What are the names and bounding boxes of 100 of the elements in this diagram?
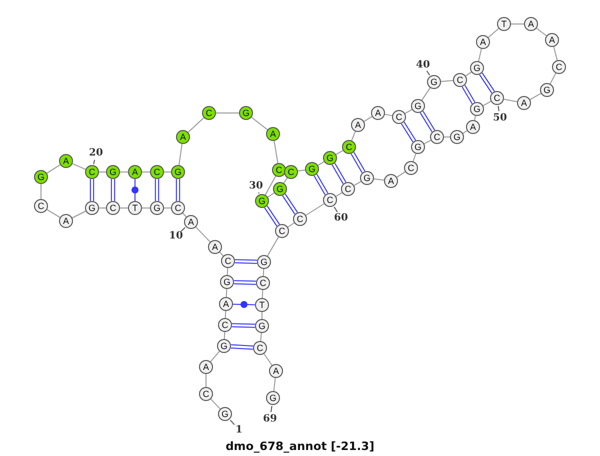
base-pair-line: [264, 205, 280, 227]
caption: dmo_678_annot [-21.3]: [226, 439, 374, 453]
position-number: 1: [236, 424, 242, 436]
backbone-line: [444, 136, 450, 138]
nucleotide-circle: C: [171, 201, 185, 215]
nucleotide-circle: G: [540, 83, 554, 97]
nucleotide-circle: G: [427, 75, 441, 89]
nucleotide-circle: C: [341, 182, 355, 196]
position-number: 50: [493, 112, 507, 124]
nucleotide-circle: A: [208, 240, 222, 254]
nucleotide-circle: C: [221, 254, 235, 268]
base-pair-line: [90, 178, 94, 202]
backbone-line: [226, 288, 228, 298]
backbone-line: [421, 87, 431, 101]
nucleotide-circle: C: [106, 201, 120, 215]
nucleotide-circle: C: [256, 276, 270, 290]
nucleotide-circle: G: [220, 275, 234, 289]
position-number: 69: [263, 414, 277, 424]
base-pair-line: [420, 110, 436, 132]
wobble-pair-line: [134, 178, 136, 202]
nucleotide-circle: A: [517, 96, 531, 110]
nucleotide-circle: G: [255, 194, 269, 208]
nucleotide-circle: A: [59, 154, 73, 168]
nucleotide-circle: A: [219, 297, 233, 311]
backbone-line: [262, 290, 264, 298]
nucleotide-circle: A: [269, 364, 283, 378]
position-number: 20: [89, 148, 103, 158]
nucleotide-circle: A: [476, 35, 490, 49]
backbone-line: [251, 116, 268, 130]
nucleotide-circle: G: [470, 61, 484, 75]
backbone-line: [210, 350, 220, 362]
backbone-line: [297, 170, 306, 172]
backbone-line: [267, 192, 275, 198]
nucleotide-circle: T: [497, 17, 511, 31]
backbone-line: [224, 332, 226, 340]
nucleotide-circle: A: [59, 214, 73, 228]
nucleotide-circle: C: [490, 91, 504, 105]
nucleotide-circle: G: [305, 162, 319, 176]
backbone-line: [182, 212, 187, 218]
backbone-line: [210, 398, 221, 410]
nucleotide-circle: A: [466, 120, 480, 134]
nucleotide-circle: C: [323, 193, 337, 207]
nucleotide-circle: G: [323, 151, 337, 165]
base-pair-line: [176, 178, 180, 202]
position-number: 30: [249, 180, 263, 192]
nucleotide-circle: G: [218, 407, 232, 421]
backbone-line: [384, 114, 393, 116]
base-pair-line: [282, 193, 298, 215]
nucleotide-circle: A: [524, 17, 538, 31]
nucleotide-circle: T: [128, 201, 142, 215]
nucleotide-circle: C: [430, 130, 444, 144]
backbone-line: [536, 28, 547, 36]
backbone-line: [482, 100, 492, 106]
position-number: 60: [334, 212, 348, 224]
backbone-line: [503, 98, 518, 102]
nucleotide-circle: C: [202, 106, 216, 120]
nucleotide-circle: C: [272, 163, 286, 177]
backbone-line: [488, 28, 500, 38]
base-pair-line: [230, 344, 254, 350]
base-pair-line: [462, 84, 476, 104]
position-number: 40: [416, 60, 430, 70]
nucleotide-circle: C: [293, 212, 307, 226]
nucleotide-circle: G: [85, 201, 99, 215]
nucleotide-circle: C: [85, 165, 99, 179]
backbone-line: [260, 332, 262, 342]
backbone-line: [72, 210, 86, 218]
base-pair-line: [400, 122, 416, 142]
backbone-line: [264, 176, 276, 196]
backbone-line: [553, 46, 558, 61]
nucleotide-circle: G: [106, 165, 120, 179]
base-pair-line: [314, 174, 328, 196]
base-pair-line: [234, 259, 258, 264]
backbone-line: [226, 268, 228, 276]
nucleotide-circle: A: [266, 127, 280, 141]
nucleotide-circle: G: [273, 182, 287, 196]
nucleotide-circle: C: [284, 165, 298, 179]
backbone-line: [462, 130, 468, 134]
backbone-line: [216, 112, 240, 114]
base-pair-line: [231, 323, 256, 328]
backbone-line: [267, 236, 279, 256]
nucleotide-circle: A: [545, 33, 559, 47]
backbone-line: [264, 353, 272, 366]
nucleotide-circle: G: [411, 140, 425, 154]
nucleotide-circle: G: [171, 165, 185, 179]
nucleotide-circle: G: [470, 102, 484, 116]
backbone-line: [46, 209, 60, 218]
backbone-line: [305, 203, 325, 216]
base-pair-line: [154, 178, 160, 202]
nucleotide-circle: C: [199, 387, 213, 401]
backbone-line: [178, 143, 182, 166]
backbone-line: [224, 310, 226, 318]
backbone-line: [274, 140, 278, 164]
nucleotide-circle: G: [239, 106, 253, 120]
nucleotide-circle: C: [275, 224, 289, 238]
base-pair-line: [110, 178, 116, 202]
nucleotide-circle: A: [371, 106, 385, 120]
backbone-line: [46, 164, 61, 174]
nucleotide-circle: C: [404, 161, 418, 175]
backbone-line: [373, 178, 385, 181]
nucleotide-circle: G: [34, 170, 48, 184]
